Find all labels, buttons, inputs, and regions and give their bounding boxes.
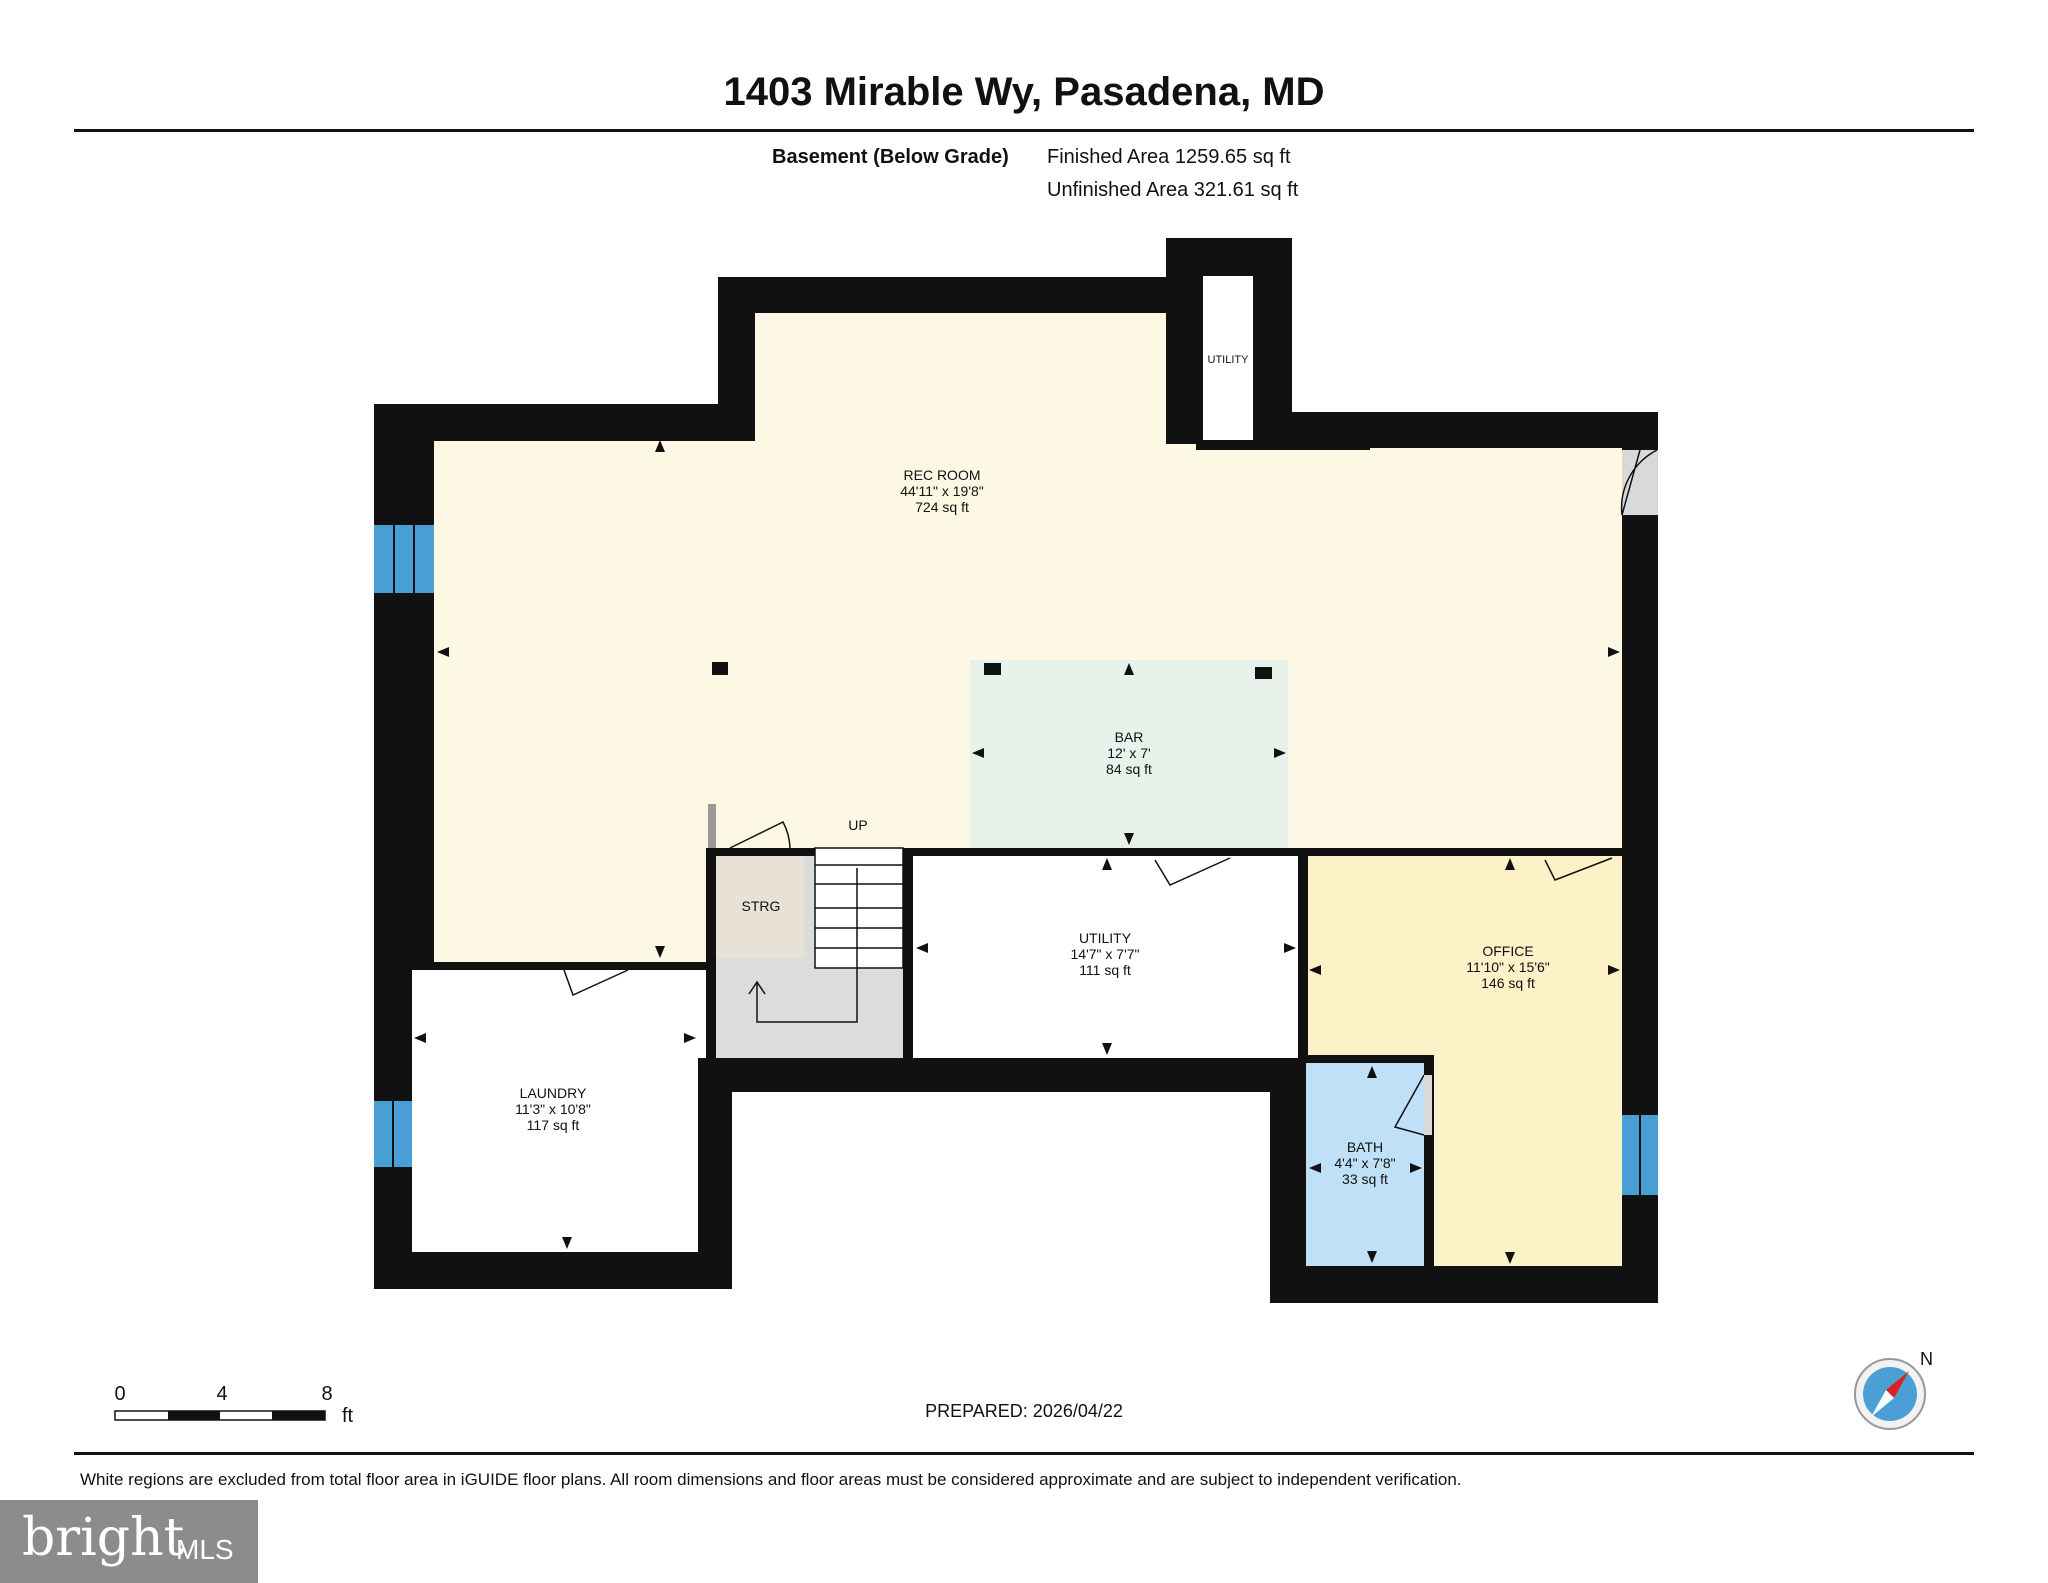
doors (563, 329, 1658, 1136)
door-utility-closet-2 (1176, 399, 1201, 431)
door-office (1544, 857, 1613, 881)
header-rule (74, 129, 1974, 132)
level-label: Basement (Below Grade) (772, 146, 1009, 168)
disclaimer-note: White regions are excluded from total fl… (80, 1470, 1462, 1489)
office-area (1306, 855, 1622, 1266)
stairs-up-label: UP (848, 817, 867, 833)
compass-icon: N (1854, 1349, 1933, 1430)
scale-tick-0: 0 (114, 1383, 125, 1405)
staircase (748, 847, 904, 1023)
utility-dims: 14'7" x 7'7" (1071, 946, 1140, 962)
scale-bar: 0 4 8 ft (114, 1383, 354, 1427)
rec-room-area (434, 313, 1622, 962)
logo-word: bright (22, 1508, 185, 1568)
bar-name: BAR (1115, 729, 1144, 745)
rec-room-name: REC ROOM (904, 467, 981, 483)
support-posts (712, 662, 1272, 679)
measure-arrows (414, 440, 1620, 1264)
door-utility (1154, 857, 1231, 886)
bar-dims: 12' x 7' (1107, 745, 1150, 761)
utility-closet-name: UTILITY (1208, 354, 1250, 366)
utility-room-area (913, 856, 1298, 1058)
door-storage (729, 821, 791, 849)
storage-area-overlay (716, 856, 804, 958)
utility-area-label: 111 sq ft (1079, 962, 1131, 978)
bath-name: BATH (1347, 1139, 1383, 1155)
finished-area: Finished Area 1259.65 sq ft (1047, 146, 1291, 168)
prepared-date: PREPARED: 2026/04/22 (925, 1401, 1123, 1421)
scale-tick-4: 4 (216, 1383, 227, 1405)
office-area-label: 146 sq ft (1481, 975, 1535, 991)
office-dims: 11'10" x 15'6" (1466, 959, 1550, 975)
bath-area (1306, 1063, 1424, 1266)
office-name: OFFICE (1482, 943, 1533, 959)
plan-title: 1403 Mirable Wy, Pasadena, MD (723, 70, 1325, 114)
door-utility-closet-1 (1176, 329, 1201, 361)
door-laundry (563, 969, 629, 997)
door-east-upper (1622, 450, 1658, 515)
laundry-name: LAUNDRY (520, 1085, 587, 1101)
utility-name: UTILITY (1079, 930, 1132, 946)
window-west-upper (374, 525, 434, 593)
laundry-area (412, 970, 698, 1252)
room-labels: REC ROOM 44'11" x 19'8" 724 sq ft BAR 12… (515, 354, 1550, 1187)
bar-area-label: 84 sq ft (1106, 761, 1152, 777)
windows (374, 525, 1658, 1195)
rec-room-area-label: 724 sq ft (915, 499, 969, 515)
laundry-dims: 11'3" x 10'8" (515, 1101, 591, 1117)
scale-unit: ft (342, 1405, 354, 1427)
logo-suffix: MLS (176, 1534, 234, 1565)
laundry-area-label: 117 sq ft (527, 1117, 580, 1133)
utility-closet-area (1203, 276, 1253, 442)
storage-name: STRG (742, 898, 781, 914)
bath-area-label: 33 sq ft (1342, 1171, 1388, 1187)
bath-dims: 4'4" x 7'8" (1334, 1155, 1395, 1171)
rec-room-dims: 44'11" x 19'8" (900, 483, 984, 499)
bar-area (970, 660, 1288, 848)
door-bath (1393, 1074, 1425, 1136)
scale-tick-8: 8 (321, 1383, 332, 1405)
unfinished-area: Unfinished Area 321.61 sq ft (1047, 179, 1299, 201)
footer-rule (74, 1452, 1974, 1455)
bright-mls-logo: bright MLS (0, 1500, 258, 1583)
compass-north-label: N (1920, 1349, 1933, 1369)
